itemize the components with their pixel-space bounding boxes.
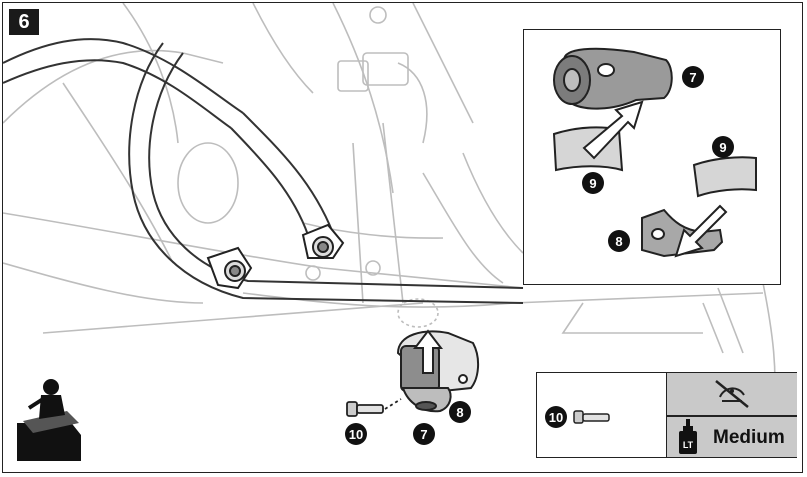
no-grease-icon xyxy=(715,380,749,408)
threadlocker-label: LT xyxy=(683,440,694,450)
callout-pad-left: 9 xyxy=(582,172,604,194)
detail-inset: 7 9 9 8 xyxy=(523,29,781,285)
legend-callout-bolt: 10 xyxy=(545,406,567,428)
legend-info-panel: LT Medium xyxy=(666,373,797,457)
callout-clamp-inset: 8 xyxy=(608,230,630,252)
callout-pad-right: 9 xyxy=(712,136,734,158)
callout-bracket: 7 xyxy=(413,423,435,445)
step-number-badge: 6 xyxy=(9,9,39,35)
legend-bolt-icon xyxy=(573,410,610,424)
mechanic-at-workbench-icon xyxy=(17,379,81,461)
callout-clamp: 8 xyxy=(449,401,471,423)
torque-legend-box: 10 LT Medium xyxy=(536,372,797,458)
motorcycle-drawing xyxy=(3,3,776,461)
threadlocker-bottle-icon: LT xyxy=(679,419,697,454)
bracket-detail-drawing xyxy=(552,47,757,258)
threadlock-strength-label: Medium xyxy=(713,427,785,448)
legend-divider xyxy=(667,415,797,417)
callout-bracket-inset: 7 xyxy=(682,66,704,88)
callout-bolt: 10 xyxy=(345,423,367,445)
